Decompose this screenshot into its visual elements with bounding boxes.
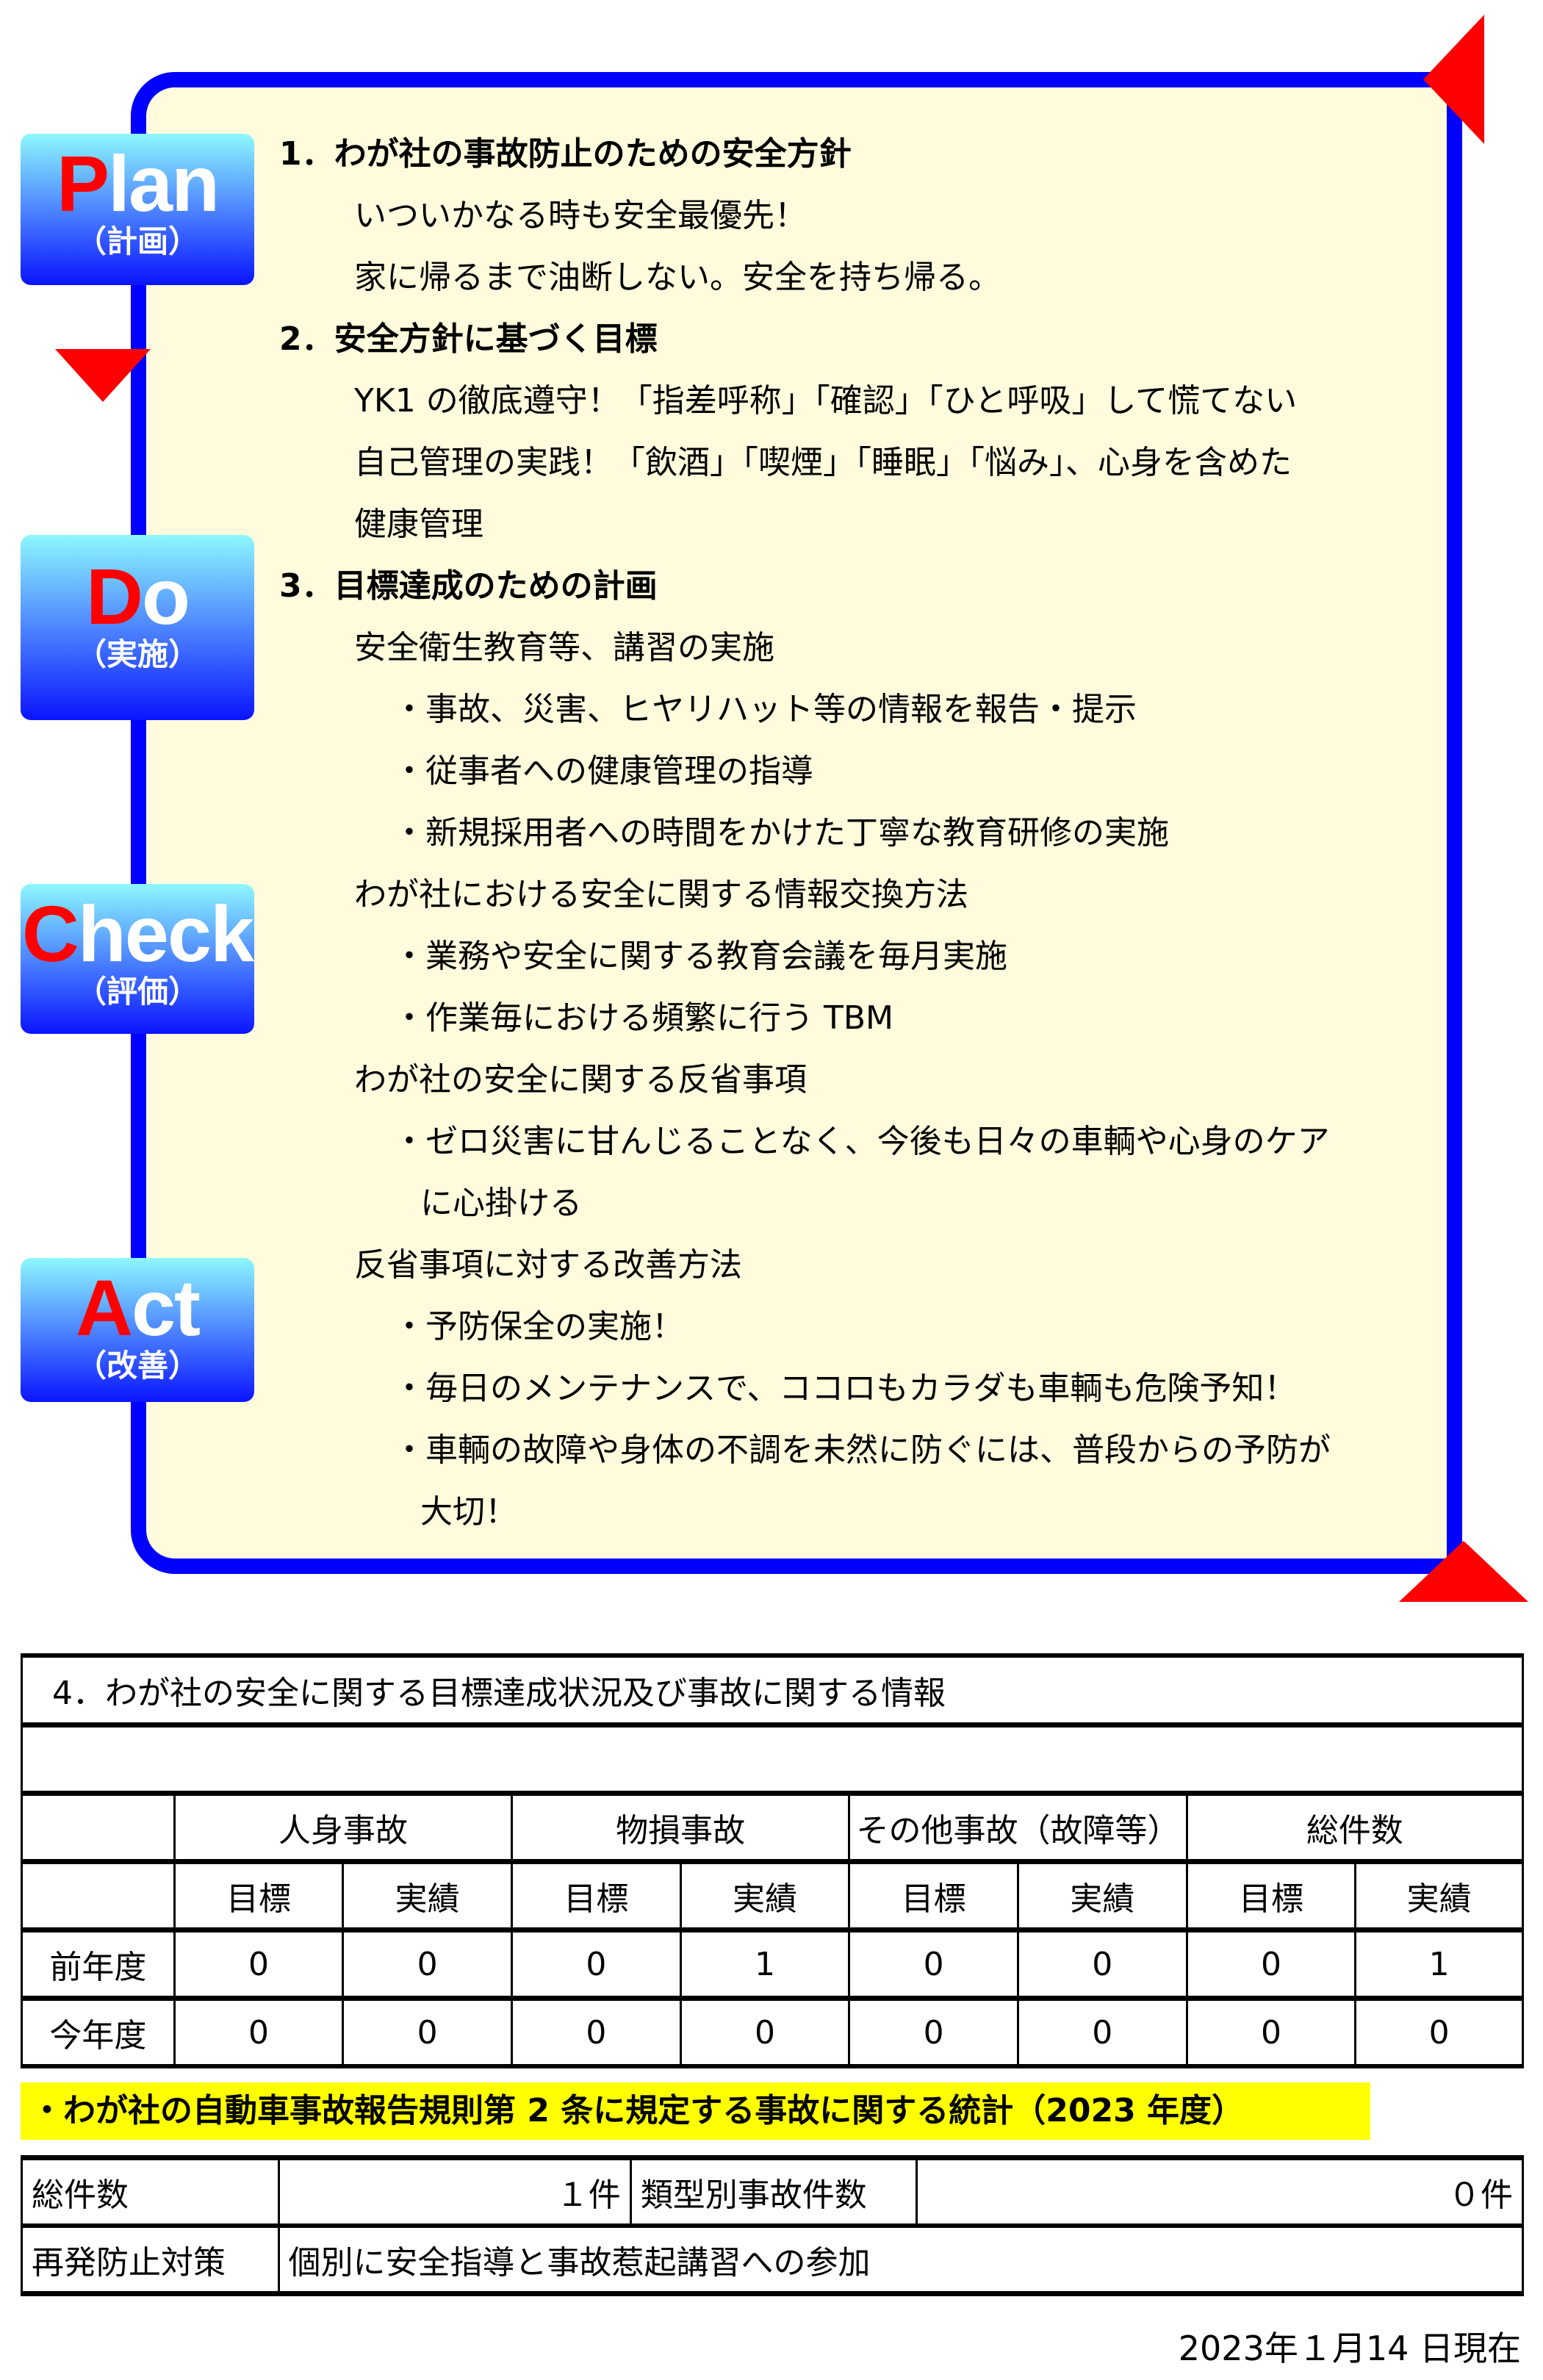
sub1-item: ・従事者への健康管理の指導 xyxy=(393,752,813,790)
section2-line: 健康管理 xyxy=(354,506,483,543)
subheader: 目標 xyxy=(511,1859,682,1931)
category-header: 物損事故 xyxy=(510,1791,851,1863)
subheader: 目標 xyxy=(173,1859,345,1931)
sub4-item: ・毎日のメンテナンスで、ココロもカラダも車輌も危険予知！ xyxy=(393,1370,1297,1407)
pdca-frame xyxy=(131,72,1462,1574)
check-sub: （評価） xyxy=(75,974,199,1009)
statistics-banner: ・わが社の自動車事故報告規則第 2 条に規定する事故に関する統計（2023 年度… xyxy=(21,2082,1370,2140)
arrow-up-icon xyxy=(1399,1541,1528,1602)
row-label: 前年度 xyxy=(21,1927,176,1999)
subheader: 目標 xyxy=(848,1859,1019,1931)
table-row: 今年度 0 0 0 0 0 0 0 0 xyxy=(21,1996,1524,2068)
check-rest: heck xyxy=(77,889,254,978)
measures-label: 再発防止対策 xyxy=(21,2223,280,2296)
value-cell: 0 xyxy=(1016,1927,1188,1999)
blank-row xyxy=(21,1722,1524,1794)
value-cell: 0 xyxy=(173,1927,345,1999)
sub4-title: 反省事項に対する改善方法 xyxy=(354,1246,742,1284)
value-cell: 0 xyxy=(173,1996,345,2068)
do-label: Do （実施） xyxy=(21,535,254,720)
table-row: 前年度 0 0 0 1 0 0 0 1 xyxy=(21,1927,1524,1999)
check-letter: C xyxy=(21,889,79,978)
arrow-down-icon xyxy=(55,349,151,402)
plan-label: Plan （計画） xyxy=(21,134,254,285)
section2-line: YK1 の徹底遵守！「指差呼称」「確認」「ひと呼吸」して慌てない xyxy=(354,382,1298,420)
sub2-item: ・業務や安全に関する教育会議を毎月実施 xyxy=(393,938,1007,975)
section2-line: 自己管理の実践！「飲酒」「喫煙」「睡眠」「悩み」、心身を含めた xyxy=(354,444,1292,481)
act-rest: ct xyxy=(131,1263,201,1352)
plan-letter: P xyxy=(56,139,109,228)
value-cell: 0 xyxy=(848,1996,1019,2068)
value-cell: 0 xyxy=(679,1996,851,2068)
subheader: 実績 xyxy=(679,1859,851,1931)
value-cell: 0 xyxy=(1185,1927,1357,1999)
plan-sub: （計画） xyxy=(75,224,199,259)
subheader: 目標 xyxy=(1185,1859,1357,1931)
subheader: 実績 xyxy=(342,1859,513,1931)
value-cell: 0 xyxy=(848,1927,1019,1999)
sub2-item: ・作業毎における頻繁に行う TBM xyxy=(393,999,894,1037)
sub1-item: ・新規採用者への時間をかけた丁寧な教育研修の実施 xyxy=(393,814,1169,852)
sub2-title: わが社における安全に関する情報交換方法 xyxy=(354,876,968,913)
category-header: 総件数 xyxy=(1185,1791,1525,1863)
value-cell: 0 xyxy=(1185,1996,1357,2068)
total-label: 総件数 xyxy=(21,2155,280,2227)
arrow-left-icon xyxy=(1423,15,1484,144)
total-value: １件 xyxy=(277,2155,632,2227)
check-label: Check （評価） xyxy=(21,884,254,1034)
sub1-title: 安全衛生教育等、講習の実施 xyxy=(354,629,774,666)
value-cell: 0 xyxy=(342,1927,513,1999)
act-letter: A xyxy=(75,1263,133,1352)
section1-line: 家に帰るまで油断しない。安全を持ち帰る。 xyxy=(354,259,1001,296)
do-letter: D xyxy=(86,552,143,641)
act-label: Act （改善） xyxy=(21,1258,254,1402)
value-cell: 1 xyxy=(679,1927,851,1999)
value-cell: 1 xyxy=(1354,1927,1524,1999)
value-cell: 0 xyxy=(1354,1996,1524,2068)
sub3-item: ・ゼロ災害に甘んじることなく、今後も日々の車輌や心身のケア xyxy=(393,1123,1330,1160)
section2-heading: 2．安全方針に基づく目標 xyxy=(279,320,658,358)
category-header: 人身事故 xyxy=(173,1791,514,1863)
sub4-item: ・車輌の故障や身体の不調を未然に防ぐには、普段からの予防が xyxy=(393,1431,1331,1469)
statistics-table: 総件数 １件 類型別事故件数 ０件 再発防止対策 個別に安全指導と事故惹起講習へ… xyxy=(21,2155,1525,2296)
act-sub: （改善） xyxy=(75,1348,199,1383)
value-cell: 0 xyxy=(511,1927,682,1999)
corner-cell xyxy=(21,1791,176,1863)
section1-line: いついかなる時も安全最優先！ xyxy=(354,197,807,234)
corner-cell xyxy=(21,1859,176,1931)
category-header: その他事故（故障等） xyxy=(848,1791,1188,1863)
type-label: 類型別事故件数 xyxy=(629,2155,918,2227)
accident-table-title: 4．わが社の安全に関する目標達成状況及び事故に関する情報 xyxy=(21,1653,1524,1726)
section1-heading: 1．わが社の事故防止のための安全方針 xyxy=(279,135,852,173)
subheader: 実績 xyxy=(1016,1859,1188,1931)
measures-value: 個別に安全指導と事故惹起講習への参加 xyxy=(277,2223,1525,2296)
type-value: ０件 xyxy=(916,2155,1524,2227)
do-sub: （実施） xyxy=(75,637,199,672)
sub3-item: に心掛ける xyxy=(420,1184,582,1222)
sub1-item: ・事故、災害、ヒヤリハット等の情報を報告・提示 xyxy=(393,691,1137,728)
sub3-title: わが社の安全に関する反省事項 xyxy=(354,1061,807,1099)
as-of-date: 2023年１月14 日現在 xyxy=(1178,2329,1521,2368)
value-cell: 0 xyxy=(511,1996,682,2068)
plan-rest: lan xyxy=(108,139,220,228)
value-cell: 0 xyxy=(342,1996,513,2068)
value-cell: 0 xyxy=(1016,1996,1188,2068)
row-label: 今年度 xyxy=(21,1996,176,2068)
section3-heading: 3．目標達成のための計画 xyxy=(279,567,658,605)
sub4-item: 大切！ xyxy=(420,1493,517,1531)
do-rest: o xyxy=(142,552,190,641)
sub4-item: ・予防保全の実施！ xyxy=(393,1308,684,1345)
subheader: 実績 xyxy=(1354,1859,1524,1931)
accident-table: 4．わが社の安全に関する目標達成状況及び事故に関する情報 人身事故 物損事故 そ… xyxy=(21,1653,1525,2068)
